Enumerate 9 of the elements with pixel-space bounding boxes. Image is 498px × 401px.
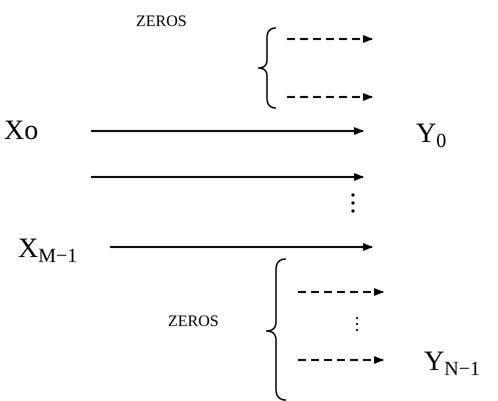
signal-label: Xo (4, 117, 38, 145)
arrow (298, 356, 384, 364)
arrow (91, 127, 364, 135)
signal-label: Y$_{0}$ (416, 120, 446, 148)
arrow (110, 243, 373, 251)
signal-label: X$_{M−1}$ (18, 235, 78, 263)
zeros-label: ZEROS (136, 14, 187, 30)
zeros-label: ZEROS (168, 314, 219, 330)
signal-label: Y$_{N−1}$ (424, 348, 480, 376)
